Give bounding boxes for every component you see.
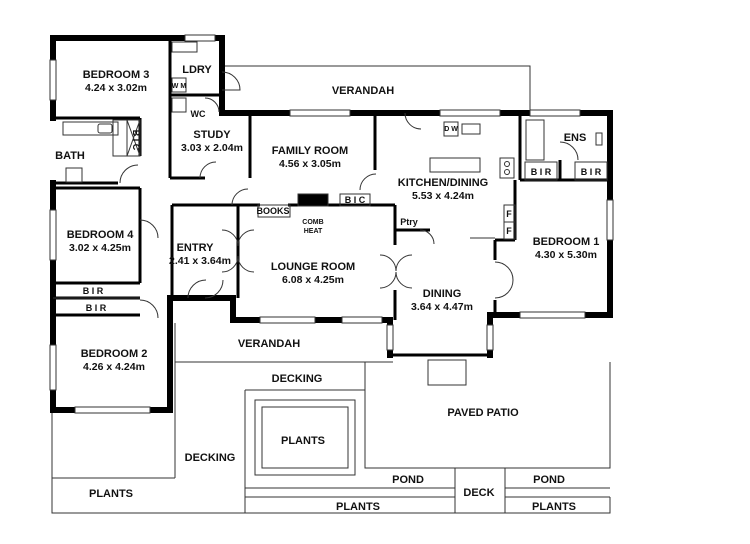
plants-center-label: PLANTS bbox=[281, 435, 325, 447]
bedroom4-dims: 3.02 x 4.25m bbox=[69, 242, 131, 254]
windows bbox=[49, 34, 614, 414]
plants-left-label: PLANTS bbox=[89, 488, 133, 500]
pond-left-label: POND bbox=[392, 474, 424, 486]
ensuite-name: ENS bbox=[564, 132, 587, 144]
bath-name: BATH bbox=[55, 150, 85, 162]
books-label: BOOKS bbox=[256, 206, 289, 216]
lounge-room-dims: 6.08 x 4.25m bbox=[282, 274, 344, 286]
entry-dims-1: 2.41 x 3.64m bbox=[169, 255, 231, 267]
study-name: STUDY bbox=[193, 129, 231, 141]
verandah-top-label: VERANDAH bbox=[332, 85, 394, 97]
bedroom4-name: BEDROOM 4 bbox=[67, 229, 135, 241]
wm-label: W M bbox=[172, 83, 187, 90]
verandah-bottom-label: VERANDAH bbox=[238, 338, 300, 350]
bir-bed2-label: B I R bbox=[86, 303, 107, 313]
kitchen-dining-name: KITCHEN/DINING bbox=[398, 177, 488, 189]
fridge-label-2: F bbox=[506, 226, 512, 236]
study-dims: 3.03 x 2.04m bbox=[181, 142, 243, 154]
family-room-name: FAMILY ROOM bbox=[272, 145, 348, 157]
decking-left-label: DECKING bbox=[185, 452, 236, 464]
dining-dims: 3.64 x 4.47m bbox=[411, 301, 473, 313]
door-swings bbox=[119, 71, 579, 319]
outdoor-labels: VERANDAH VERANDAH DECKING DECKING PLANTS… bbox=[89, 85, 576, 513]
bedroom3-dims: 4.24 x 3.02m bbox=[85, 82, 147, 94]
bir-bed1-b-label: B I R bbox=[581, 167, 602, 177]
bedroom1-name: BEDROOM 1 bbox=[533, 236, 600, 248]
bir-bed1-a-label: B I R bbox=[531, 167, 552, 177]
bic-family-label: B I C bbox=[345, 195, 366, 205]
bedroom2-name: BEDROOM 2 bbox=[81, 348, 148, 360]
deck-label: DECK bbox=[463, 487, 494, 499]
pond-right-label: POND bbox=[533, 474, 565, 486]
dw-label: D W bbox=[444, 126, 458, 133]
bir-bed4-label: B I R bbox=[83, 286, 104, 296]
fridge-label-1: F bbox=[506, 209, 512, 219]
entry-name: ENTRY bbox=[177, 242, 215, 254]
kitchen-dining-dims: 5.53 x 4.24m bbox=[412, 190, 474, 202]
plants-bottom-right-label: PLANTS bbox=[532, 501, 576, 513]
lounge-room-name: LOUNGE ROOM bbox=[271, 261, 355, 273]
comb-heat-label-1: COMB bbox=[302, 219, 323, 226]
pantry-name: Ptry bbox=[400, 217, 418, 227]
comb-heat-label-2: HEAT bbox=[304, 228, 323, 235]
room-labels: BEDROOM 3 4.24 x 3.02m LDRY W M WC BATH … bbox=[55, 64, 602, 373]
plants-bottom-center-label: PLANTS bbox=[336, 501, 380, 513]
wc-name: WC bbox=[191, 109, 206, 119]
fixtures bbox=[53, 41, 608, 299]
bedroom3-name: BEDROOM 3 bbox=[83, 69, 150, 81]
decking-top-label: DECKING bbox=[272, 373, 323, 385]
dining-name: DINING bbox=[423, 288, 462, 300]
outdoor-outlines bbox=[51, 65, 611, 514]
laundry-name: LDRY bbox=[182, 64, 212, 76]
family-room-dims: 4.56 x 3.05m bbox=[279, 158, 341, 170]
bic-bath-label: B I C bbox=[131, 130, 141, 151]
paved-patio-label: PAVED PATIO bbox=[447, 407, 519, 419]
bedroom2-dims: 4.26 x 4.24m bbox=[83, 361, 145, 373]
bedroom1-dims: 4.30 x 5.30m bbox=[535, 249, 597, 261]
